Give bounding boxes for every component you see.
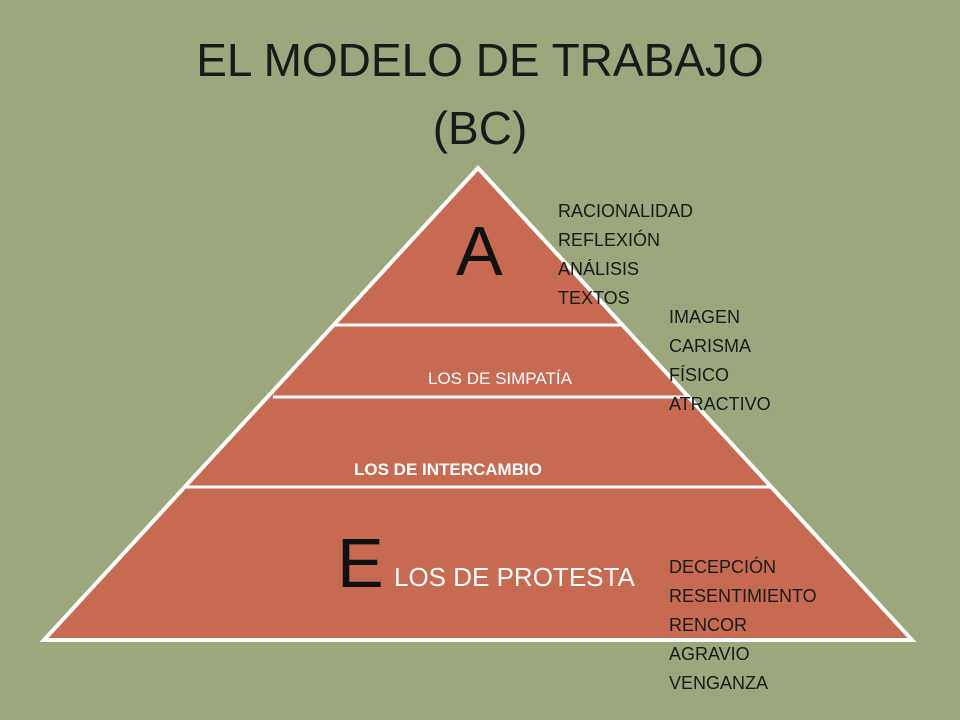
- list-simpatia-item: IMAGEN: [669, 307, 741, 327]
- list-e-item: RENCOR: [669, 615, 748, 635]
- tier-e-letter: E: [337, 524, 384, 602]
- tier-intercambio-label: LOS DE INTERCAMBIO: [354, 460, 542, 479]
- list-simpatia: IMAGEN CARISMA FÍSICO ATRACTIVO: [669, 303, 771, 419]
- list-e-item: RESENTIMIENTO: [669, 586, 817, 606]
- list-a-item: RACIONALIDAD: [558, 201, 694, 221]
- list-a-item: ANÁLISIS: [558, 259, 640, 279]
- list-simpatia-item: CARISMA: [669, 336, 752, 356]
- title-line-1: EL MODELO DE TRABAJO: [196, 34, 764, 86]
- pyramid-shape: [39, 165, 917, 642]
- tier-a-letter: A: [456, 212, 503, 290]
- title-line-2: (BC): [432, 102, 528, 154]
- list-a-item: TEXTOS: [558, 288, 630, 308]
- list-simpatia-item: ATRACTIVO: [669, 394, 771, 414]
- list-a-item: REFLEXIÓN: [558, 230, 661, 250]
- list-simpatia-item: FÍSICO: [669, 365, 730, 385]
- list-e-item: VENGANZA: [669, 673, 769, 693]
- list-e-item: DECEPCIÓN: [669, 557, 777, 577]
- tier-simpatia-label: LOS DE SIMPATÍA: [428, 369, 572, 388]
- tier-protesta-label: LOS DE PROTESTA: [394, 562, 635, 592]
- list-a: RACIONALIDAD REFLEXIÓN ANÁLISIS TEXTOS: [558, 197, 693, 313]
- list-e-item: AGRAVIO: [669, 644, 750, 664]
- list-e: DECEPCIÓN RESENTIMIENTO RENCOR AGRAVIO V…: [669, 553, 817, 698]
